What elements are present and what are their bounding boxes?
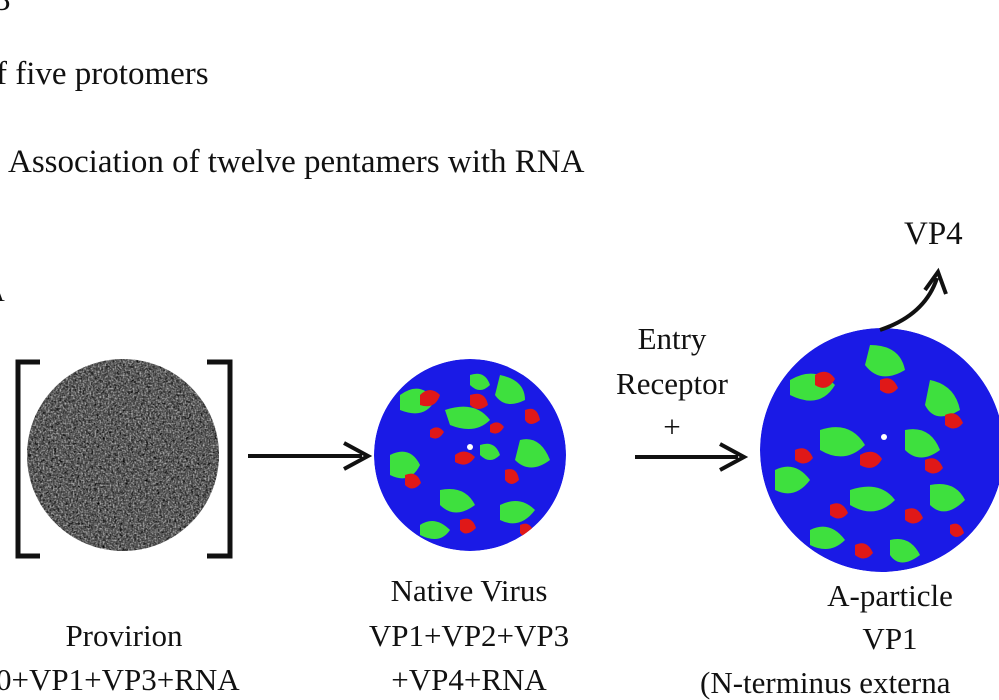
plus-label: + [663,409,681,444]
a-particle [760,328,999,572]
vp4-release-arrow [879,267,948,332]
receptor-label: Receptor [616,366,728,401]
protomers-step-label: f five protomers [0,56,209,92]
entry-label: Entry [637,321,707,356]
a-particle-composition: VP1 [862,621,918,656]
maturation-arrow [248,441,373,471]
pentamer-association-label: Association of twelve pentamers with RNA [8,144,585,180]
native-virus-composition-2: +VP4+RNA [391,662,547,697]
entry-arrow [635,442,749,472]
native-virus-label: Native Virus [390,573,548,608]
native-virus-composition: VP1+VP2+VP3 [368,618,570,653]
a-particle-note: (N-terminus externa [700,665,951,700]
partial-left-mark: A [0,280,5,306]
a-particle-label: A-particle [827,578,953,613]
left-bracket [15,359,40,559]
partial-top-label: 3 [0,0,11,18]
vp4-release-label: VP4 [904,216,963,252]
right-bracket [207,359,233,559]
provirion-particle [27,359,219,551]
provirion-composition: 0+VP1+VP3+RNA [0,662,240,697]
native-virus-particle [374,359,566,551]
provirion-label: Provirion [65,618,183,653]
